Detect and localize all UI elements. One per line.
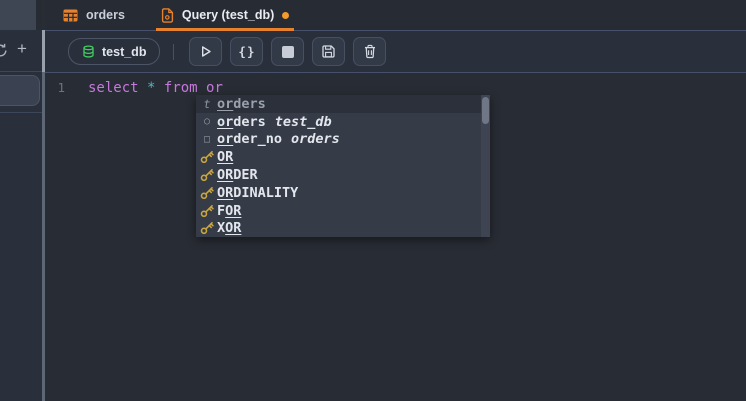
autocomplete-item[interactable]: OR — [196, 148, 490, 166]
refresh-icon[interactable] — [0, 43, 8, 58]
suggestion-detail: test_db — [274, 113, 332, 130]
autocomplete-item[interactable]: FOR — [196, 202, 490, 220]
suggestion-label: XOR — [217, 220, 242, 237]
suggestion-label: orders — [217, 95, 266, 112]
toolbar-separator — [173, 43, 175, 60]
connection-selector[interactable]: test_db — [68, 38, 161, 65]
suggestion-label: FOR — [217, 202, 242, 219]
code-line: 1 select * from or — [45, 73, 746, 96]
suggestion-match: or — [217, 113, 234, 130]
suggestion-label: ORDER — [217, 167, 258, 184]
tab-bar: orders Query (test_db) — [45, 0, 746, 31]
code-token: select — [88, 80, 139, 96]
query-file-icon — [161, 7, 174, 23]
connection-label: test_db — [102, 44, 147, 59]
tab-label: Query (test_db) — [181, 8, 275, 22]
code-token — [155, 80, 163, 96]
autocomplete-item[interactable]: ORDER — [196, 166, 490, 184]
database-icon — [82, 45, 95, 58]
code-token: * — [147, 80, 156, 96]
suggestion-glyph: □ — [203, 133, 211, 145]
keyword-key-icon — [199, 150, 215, 164]
autocomplete-item[interactable]: ORDINALITY — [196, 184, 490, 202]
suggestion-match: OR — [217, 167, 234, 184]
autocomplete-item[interactable]: □ order_no orders — [196, 131, 490, 149]
tab-orders[interactable]: orders — [58, 0, 130, 30]
autocomplete-item[interactable]: ○ orders test_db — [196, 113, 490, 131]
keyword-key-icon — [199, 186, 215, 200]
format-query-button[interactable]: {} — [230, 37, 264, 66]
autocomplete-scrollbar-thumb[interactable] — [482, 97, 489, 124]
autocomplete-scrollbar-track[interactable] — [481, 95, 490, 237]
table-suggestion-icon: ○ — [199, 116, 215, 127]
query-toolbar: test_db {} — [45, 31, 746, 73]
sidebar: + — [0, 0, 42, 401]
tab-label: orders — [86, 8, 125, 22]
keyword-key-icon — [199, 168, 215, 182]
run-query-button[interactable] — [189, 37, 223, 66]
save-query-button[interactable] — [312, 37, 346, 66]
save-icon — [321, 44, 336, 59]
suggestion-label: orders — [217, 113, 266, 130]
code-text: select * from or — [88, 80, 223, 96]
sidebar-search-input[interactable] — [0, 75, 40, 106]
suggestion-match: OR — [217, 149, 234, 166]
code-token: from — [163, 80, 198, 96]
suggestion-match: OR — [217, 184, 234, 201]
code-token — [139, 80, 147, 96]
text-suggestion-icon: t — [199, 97, 215, 111]
stop-query-button[interactable] — [271, 37, 305, 66]
stop-icon — [281, 45, 294, 58]
keyword-key-icon — [199, 204, 215, 218]
main-panel: orders Query (test_db) test_db {} 1 selec… — [45, 0, 746, 401]
suggestion-match: or — [217, 131, 234, 148]
keyword-key-icon — [199, 221, 215, 235]
autocomplete-item[interactable]: XOR — [196, 220, 490, 237]
suggestion-match: OR — [225, 220, 242, 237]
sidebar-divider — [0, 112, 42, 113]
code-token — [198, 80, 206, 96]
table-icon — [63, 9, 78, 22]
suggestion-detail: orders — [291, 131, 340, 148]
suggestion-label: order_no — [217, 131, 283, 148]
sidebar-header — [0, 0, 36, 30]
sidebar-toolbar: + — [0, 30, 42, 72]
suggestion-label: OR — [217, 149, 233, 165]
code-token: or — [206, 80, 223, 96]
add-button[interactable]: + — [17, 39, 27, 58]
toolbar-buttons: {} — [189, 37, 387, 66]
sidebar-header-gap — [36, 0, 42, 30]
play-icon — [198, 44, 213, 59]
suggestion-glyph: t — [203, 96, 211, 111]
panel-splitter[interactable] — [42, 30, 45, 401]
suggestion-label: ORDINALITY — [217, 184, 299, 201]
line-number: 1 — [57, 80, 65, 95]
trash-icon — [363, 44, 377, 59]
suggestion-match: OR — [225, 202, 242, 219]
braces-icon: {} — [238, 44, 256, 59]
unsaved-changes-dot — [282, 11, 290, 19]
delete-query-button[interactable] — [353, 37, 387, 66]
tab-query-test-db[interactable]: Query (test_db) — [155, 0, 295, 31]
suggestion-glyph: ○ — [203, 116, 211, 128]
suggestion-match: or — [217, 95, 234, 112]
column-suggestion-icon: □ — [199, 134, 215, 145]
